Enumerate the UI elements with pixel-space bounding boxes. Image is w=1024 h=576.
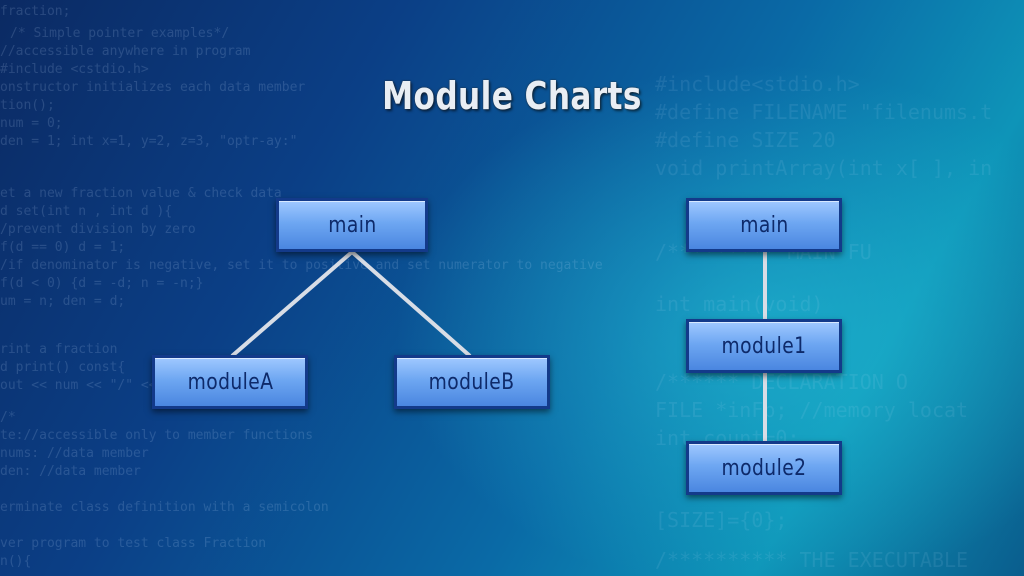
node-module1: module1 bbox=[686, 319, 842, 373]
node-main-left: main bbox=[276, 198, 428, 252]
connector-main-moduleA bbox=[230, 250, 354, 358]
node-label: module2 bbox=[721, 455, 807, 481]
node-moduleA: moduleA bbox=[152, 355, 308, 409]
node-module2: module2 bbox=[686, 441, 842, 495]
node-label: moduleA bbox=[187, 369, 273, 395]
node-label: module1 bbox=[721, 333, 807, 359]
node-label: main bbox=[327, 212, 377, 238]
node-label: main bbox=[739, 212, 789, 238]
slide-title: Module Charts bbox=[382, 74, 642, 118]
connector-main-moduleB bbox=[350, 250, 472, 358]
node-moduleB: moduleB bbox=[394, 355, 550, 409]
node-label: moduleB bbox=[429, 369, 515, 395]
node-main-right: main bbox=[686, 198, 842, 252]
